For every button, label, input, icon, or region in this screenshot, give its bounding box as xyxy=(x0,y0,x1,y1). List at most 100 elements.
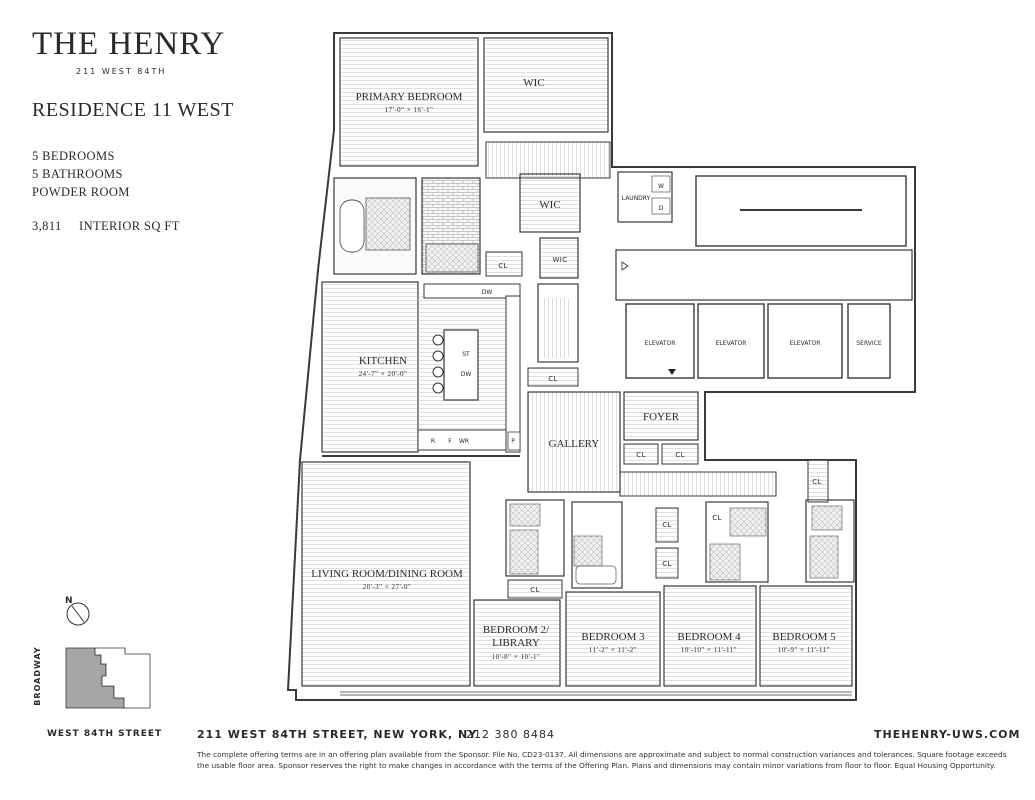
bath-shower-tile xyxy=(425,243,479,273)
footer-website-link[interactable]: THEHENRY-UWS.COM xyxy=(874,728,1021,741)
bedroom-2-floor xyxy=(473,599,561,687)
north-arrow-icon xyxy=(71,605,85,623)
bedroom-corridor xyxy=(619,471,777,497)
closet-foyer-2 xyxy=(661,443,699,465)
pantry-label: P xyxy=(511,438,515,445)
wic-mid-area xyxy=(519,173,581,233)
sqft-label: INTERIOR SQ FT xyxy=(79,219,180,233)
gallery-label: GALLERY xyxy=(549,438,600,450)
footer-phone[interactable]: 212 380 8484 xyxy=(466,728,555,741)
residence-title: RESIDENCE 11 WEST xyxy=(32,99,234,121)
closet-label: CL xyxy=(812,478,822,486)
foyer-area xyxy=(623,391,699,441)
kitchen-island xyxy=(443,329,479,401)
public-corridor xyxy=(615,249,913,301)
closet-primary xyxy=(485,251,523,277)
closet-label: CL xyxy=(712,514,722,522)
stool-icon xyxy=(432,366,444,378)
bedroom-3-floor xyxy=(565,591,661,687)
living-dims: 20'-3" × 27'-0" xyxy=(363,583,412,591)
st-label: ST xyxy=(462,351,470,358)
adjacent-lot xyxy=(94,647,151,709)
shower-tile xyxy=(365,197,411,251)
broadway-label: BROADWAY xyxy=(33,646,42,705)
bathroom-count: 5 BATHROOMS xyxy=(32,167,123,181)
closet-label: CL xyxy=(530,586,540,594)
elevator-1-label: ELEVATOR xyxy=(645,340,676,347)
closet-bed3-b xyxy=(655,547,679,579)
washer-icon xyxy=(651,175,671,193)
closet-label: CL xyxy=(675,451,685,459)
closet-bed5 xyxy=(807,459,829,503)
brand-address: 211 WEST 84TH xyxy=(76,67,167,76)
elevator-3 xyxy=(767,303,843,379)
closet-label: CL xyxy=(662,560,672,568)
bedroom-5-dims: 10'-9" × 11'-11" xyxy=(778,646,830,654)
wine-wr-label: WR xyxy=(459,438,469,445)
street-label: WEST 84TH STREET xyxy=(47,729,163,739)
bedroom-3-dims: 11'-2" × 11'-2" xyxy=(589,646,637,654)
elevator-1 xyxy=(625,303,695,379)
primary-bedroom-dims: 17'-0" × 16'-1" xyxy=(385,106,434,114)
freezer-f-label: F xyxy=(448,438,452,445)
wic-top-label: WIC xyxy=(523,77,544,89)
laundry-label: LAUNDRY xyxy=(622,195,651,202)
elevator-2-label: ELEVATOR xyxy=(716,340,747,347)
north-compass-icon xyxy=(66,602,90,626)
bedroom-4-label: BEDROOM 4 xyxy=(677,631,741,643)
bedroom-count: 5 BEDROOMS xyxy=(32,149,115,163)
foyer-label: FOYER xyxy=(643,411,680,423)
closet-label: CL xyxy=(498,262,508,270)
powder-room: POWDER ROOM xyxy=(32,185,130,199)
corridor-arrow-icon xyxy=(621,261,629,271)
kitchen-dims: 24'-7" × 20'-0" xyxy=(359,370,408,378)
key-plan: N BROADWAY xyxy=(33,596,151,709)
closet-kitchen xyxy=(527,367,579,387)
bedroom-2-label-1: BEDROOM 2/ xyxy=(483,624,550,636)
exterior-walls xyxy=(286,32,916,701)
primary-bedroom-label: PRIMARY BEDROOM xyxy=(356,91,463,103)
service-label: SERVICE xyxy=(856,340,882,347)
bedroom-4-dims: 10'-10" × 11'-11" xyxy=(681,646,737,654)
stool-icon xyxy=(432,334,444,346)
closet-bed3-a xyxy=(655,507,679,543)
entry-arrow-icon xyxy=(668,369,676,375)
service-elevator xyxy=(847,303,891,379)
bath-5-shower xyxy=(809,535,839,579)
windows-south xyxy=(340,691,852,696)
stool-icon xyxy=(432,350,444,362)
washer-label: W xyxy=(658,183,664,190)
wic-top-area xyxy=(483,37,609,133)
bathtub-icon xyxy=(339,199,365,253)
dw-top-label: DW xyxy=(482,289,493,296)
bath-3-tile xyxy=(573,535,603,567)
gallery-area xyxy=(527,391,621,493)
kitchen-counter-top xyxy=(423,283,521,299)
bath-4-shower xyxy=(709,543,741,581)
kitchen-floor xyxy=(321,281,419,453)
powder-floor xyxy=(542,298,572,358)
primary-bedroom-area xyxy=(339,37,479,167)
closet-label: CL xyxy=(662,521,672,529)
wic-small-area xyxy=(539,237,579,279)
wic-mid-label: WIC xyxy=(539,199,560,211)
bath-2-tile xyxy=(509,503,541,527)
bedroom-4-floor xyxy=(663,585,757,687)
closet-bed2 xyxy=(507,579,563,599)
closet-label: CL xyxy=(636,451,646,459)
bedroom-2-dims: 10'-8" × 10'-1" xyxy=(492,653,541,661)
footer-address: 211 WEST 84TH STREET, NEW YORK, NY xyxy=(197,728,478,741)
elevator-2 xyxy=(697,303,765,379)
bedroom-3-label: BEDROOM 3 xyxy=(581,631,645,643)
dryer-icon xyxy=(651,197,671,215)
fridge-r-label: R xyxy=(431,438,435,445)
disclaimer-text: The complete offering terms are in an of… xyxy=(197,750,1007,770)
wic-small-label: WIC xyxy=(552,256,567,264)
bath-5-tile xyxy=(811,505,843,531)
stool-icon xyxy=(432,382,444,394)
dw-island-label: DW xyxy=(461,371,472,378)
living-label: LIVING ROOM/DINING ROOM xyxy=(311,568,463,580)
bedroom-2-label-2: LIBRARY xyxy=(492,637,540,649)
bath-3-tub-icon xyxy=(575,565,617,585)
